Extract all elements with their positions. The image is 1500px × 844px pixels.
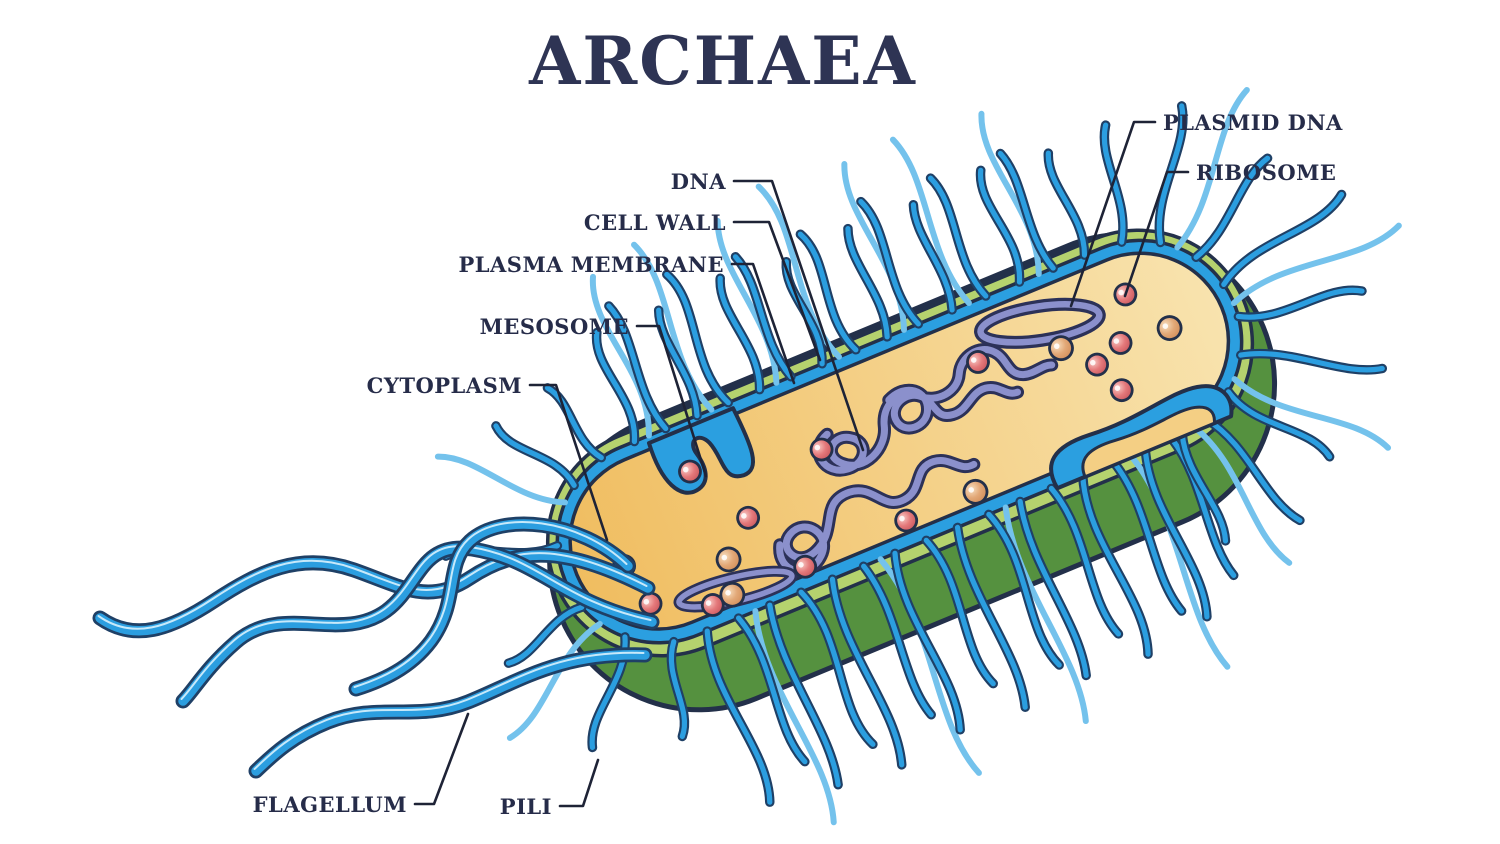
flagella	[92, 516, 660, 779]
mesosome-fold	[646, 406, 756, 495]
leader-dna	[732, 179, 865, 452]
leader-ribosome	[1123, 170, 1190, 298]
label-ribosome: RIBOSOME	[1196, 160, 1336, 185]
leader-plasma-membrane	[730, 262, 796, 385]
membrane-invagination-channel	[1081, 405, 1216, 479]
label-plasma-membrane: PLASMA MEMBRANE	[458, 252, 724, 277]
label-plasmid-dna: PLASMID DNA	[1163, 110, 1343, 135]
label-dna: DNA	[671, 169, 726, 194]
leader-cytoplasm	[528, 383, 609, 542]
label-pili: PILI	[500, 794, 552, 819]
label-flagellum: FLAGELLUM	[253, 792, 407, 817]
leader-pili	[558, 758, 600, 808]
leader-mesosome	[635, 324, 708, 478]
page-title: ARCHAEA	[528, 22, 917, 100]
label-cell-wall: CELL WALL	[584, 210, 726, 235]
leader-flagellum	[413, 712, 470, 806]
leader-cell-wall	[732, 220, 822, 362]
label-annotations: PLASMID DNA RIBOSOME DNA CELL WALL PLASM…	[253, 110, 1343, 819]
label-mesosome: MESOSOME	[480, 314, 629, 339]
label-cytoplasm: CYTOPLASM	[367, 373, 522, 398]
leader-plasmid-dna	[1069, 120, 1157, 308]
plasmid-dna-loop	[974, 297, 1106, 349]
dna-nucleoid	[773, 343, 1059, 578]
